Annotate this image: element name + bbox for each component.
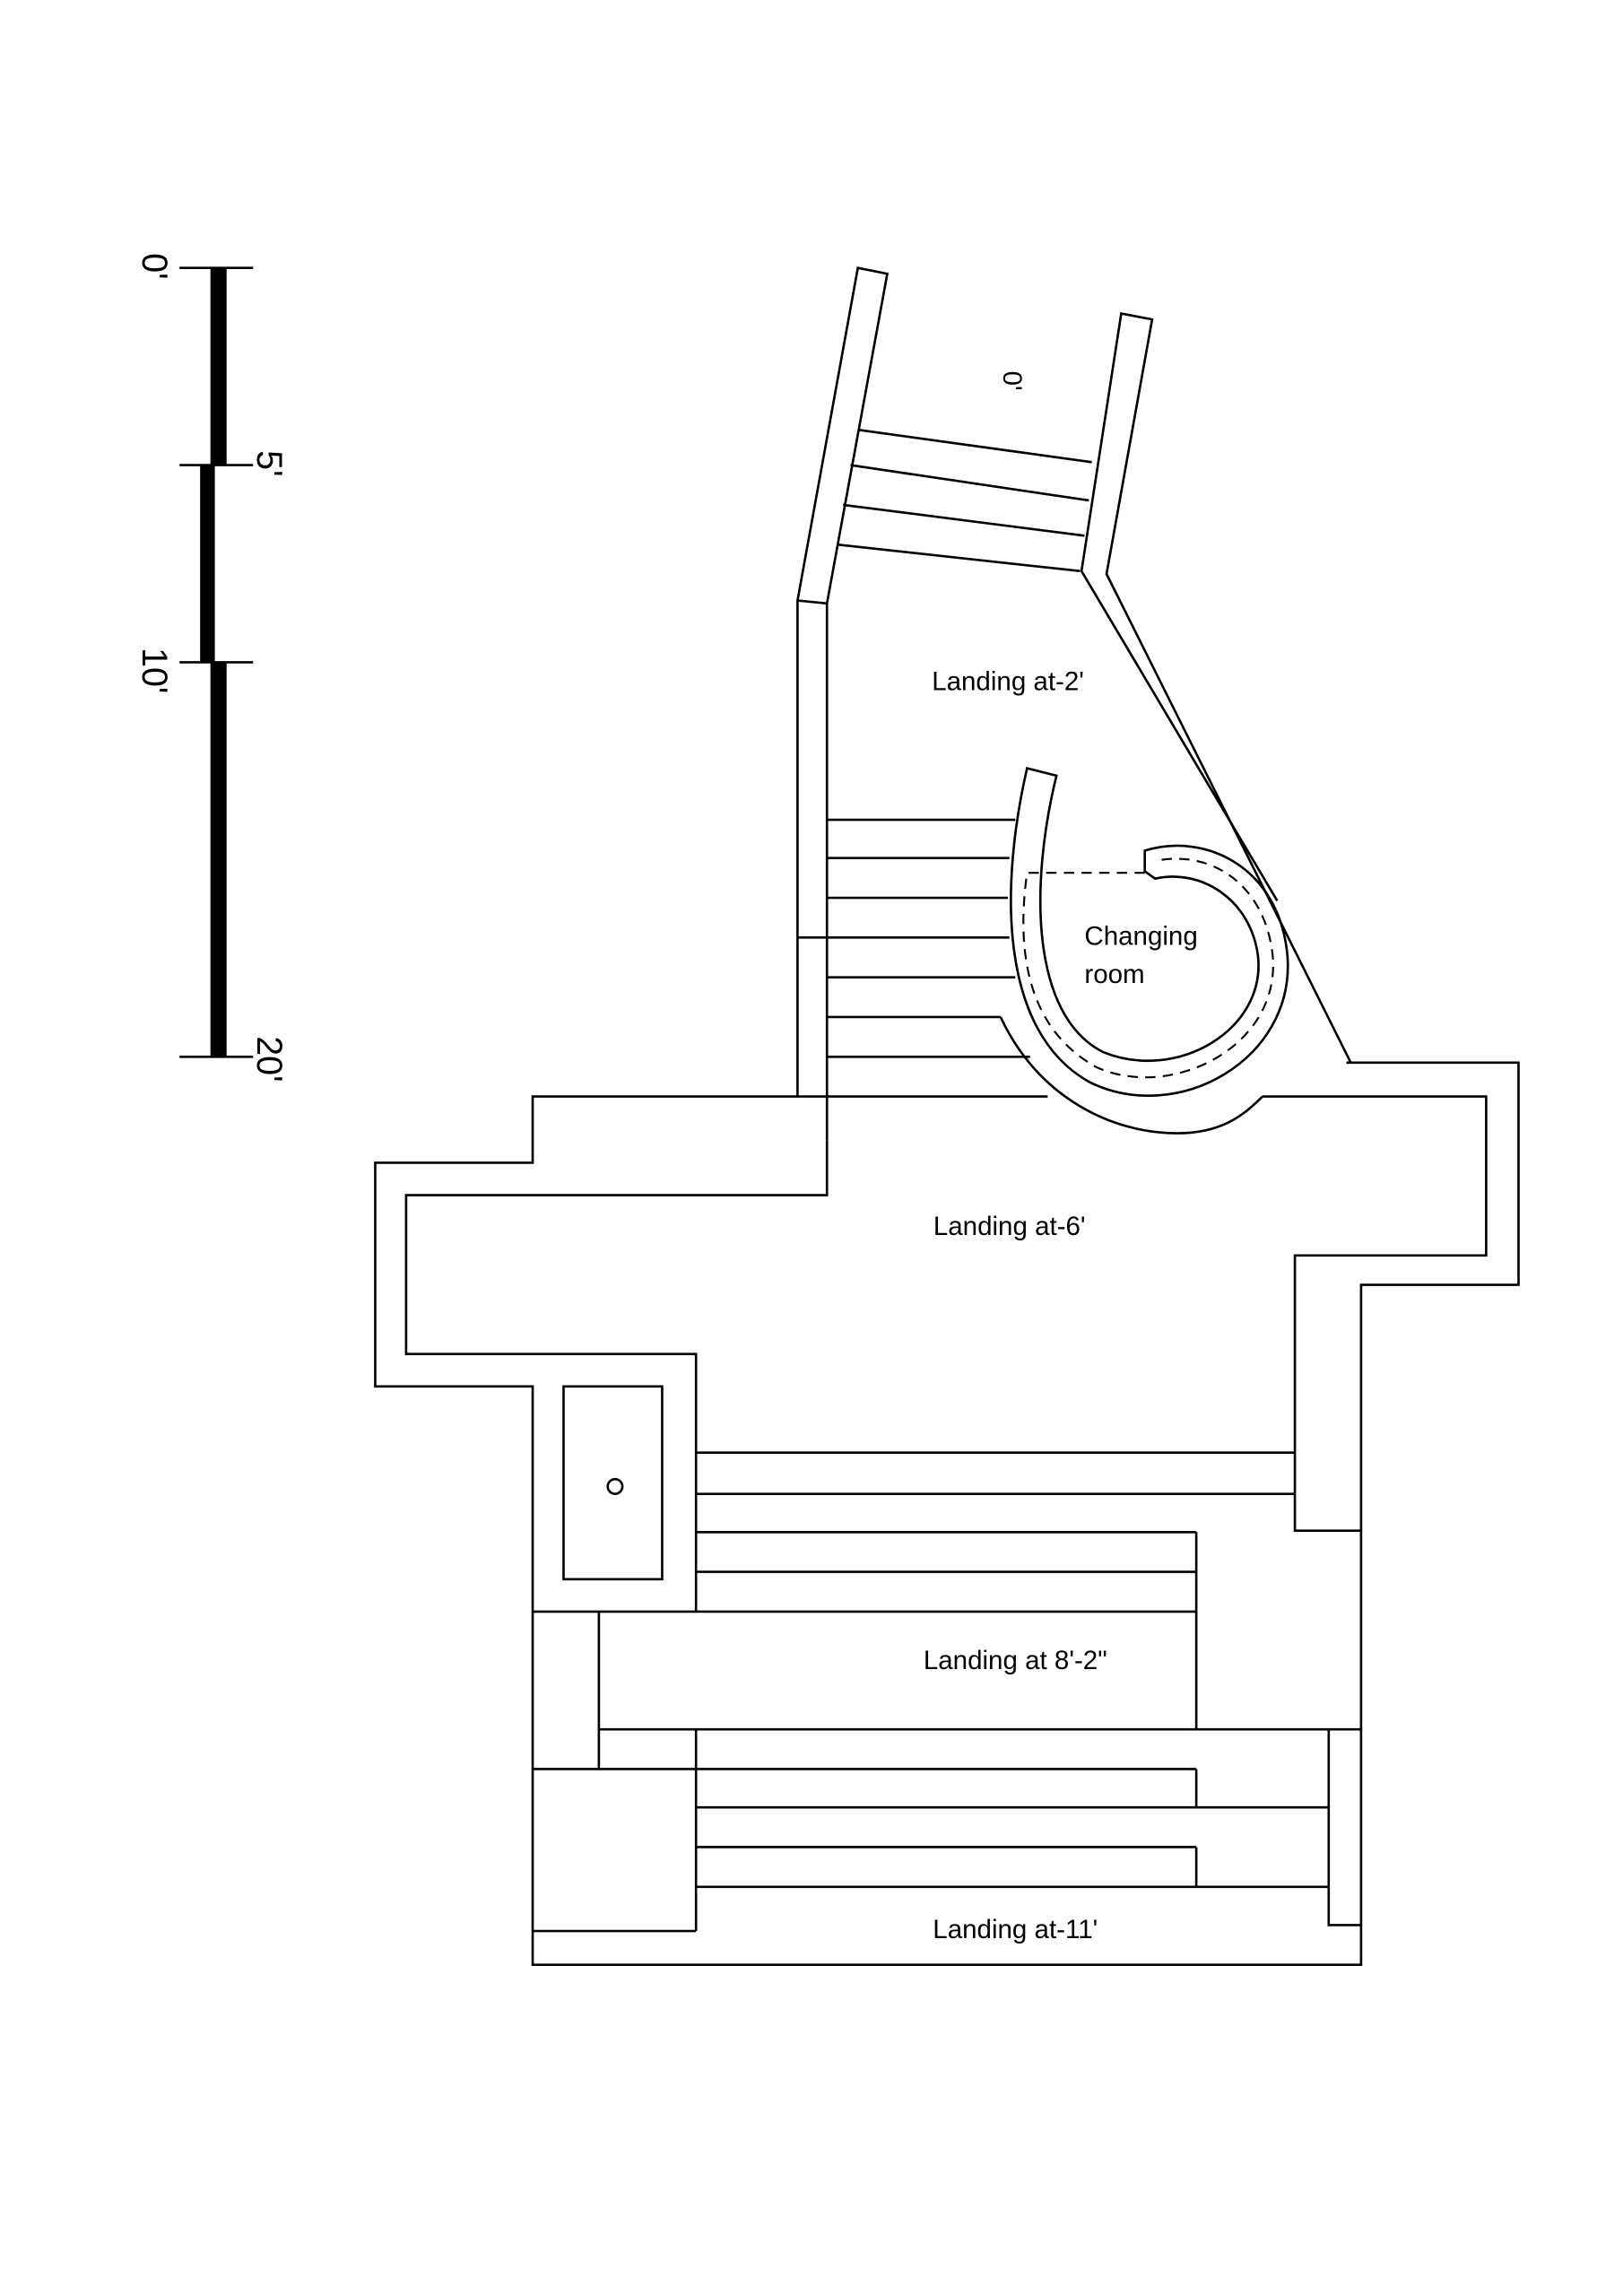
scale-segment-10-20	[210, 662, 227, 1057]
scale-label-20: 20'	[249, 1036, 289, 1082]
scale-label-5: 5'	[249, 450, 289, 476]
lower-stair: Landing at 8'-2" Landing at-11'	[533, 1451, 1361, 1944]
middle-stair	[797, 818, 1263, 1135]
sink-basin	[562, 1385, 664, 1581]
landing-minus-11-label: Landing at-11'	[933, 1915, 1098, 1944]
outer-wall	[374, 1061, 1520, 1967]
scale-segment-0-5	[210, 267, 227, 465]
upper-stair: 0' Landing at-2'	[796, 266, 1352, 1141]
inner-wall-right	[1262, 1095, 1488, 1532]
stair-tread	[837, 543, 1081, 573]
curtain-dashed-line	[1022, 857, 1274, 1079]
drain-icon	[606, 1477, 624, 1495]
landing-minus-6-label: Landing at-6'	[933, 1212, 1086, 1241]
wall	[1327, 1729, 1361, 1926]
stair-tread	[857, 428, 1092, 464]
landing-minus-8-2-label: Landing at 8'-2"	[924, 1646, 1107, 1675]
sink	[562, 1385, 664, 1581]
landing-minus-2-label: Landing at-2'	[932, 667, 1084, 697]
changing-room: Changing room	[1010, 767, 1289, 1097]
scale-label-0: 0'	[135, 253, 174, 279]
scale-label-10: 10'	[135, 648, 174, 693]
left-stringer	[796, 266, 890, 1141]
curved-landing-edge	[999, 1016, 1263, 1135]
scale-segment-5-10	[200, 465, 215, 663]
changing-room-label-1: Changing	[1084, 922, 1197, 952]
stringer-joint	[797, 599, 828, 605]
landing-minus-6: Landing at-6'	[374, 1061, 1520, 1967]
top-level-label: 0'	[997, 371, 1027, 391]
inner-wall-left	[404, 1140, 829, 1612]
stair-tread	[850, 464, 1089, 502]
scale-bar: 0' 5' 10' 20'	[135, 253, 289, 1082]
changing-room-wall	[1010, 767, 1289, 1097]
right-stringer	[1080, 312, 1352, 1064]
changing-room-label-2: room	[1084, 960, 1144, 989]
stair-tread	[843, 503, 1085, 537]
